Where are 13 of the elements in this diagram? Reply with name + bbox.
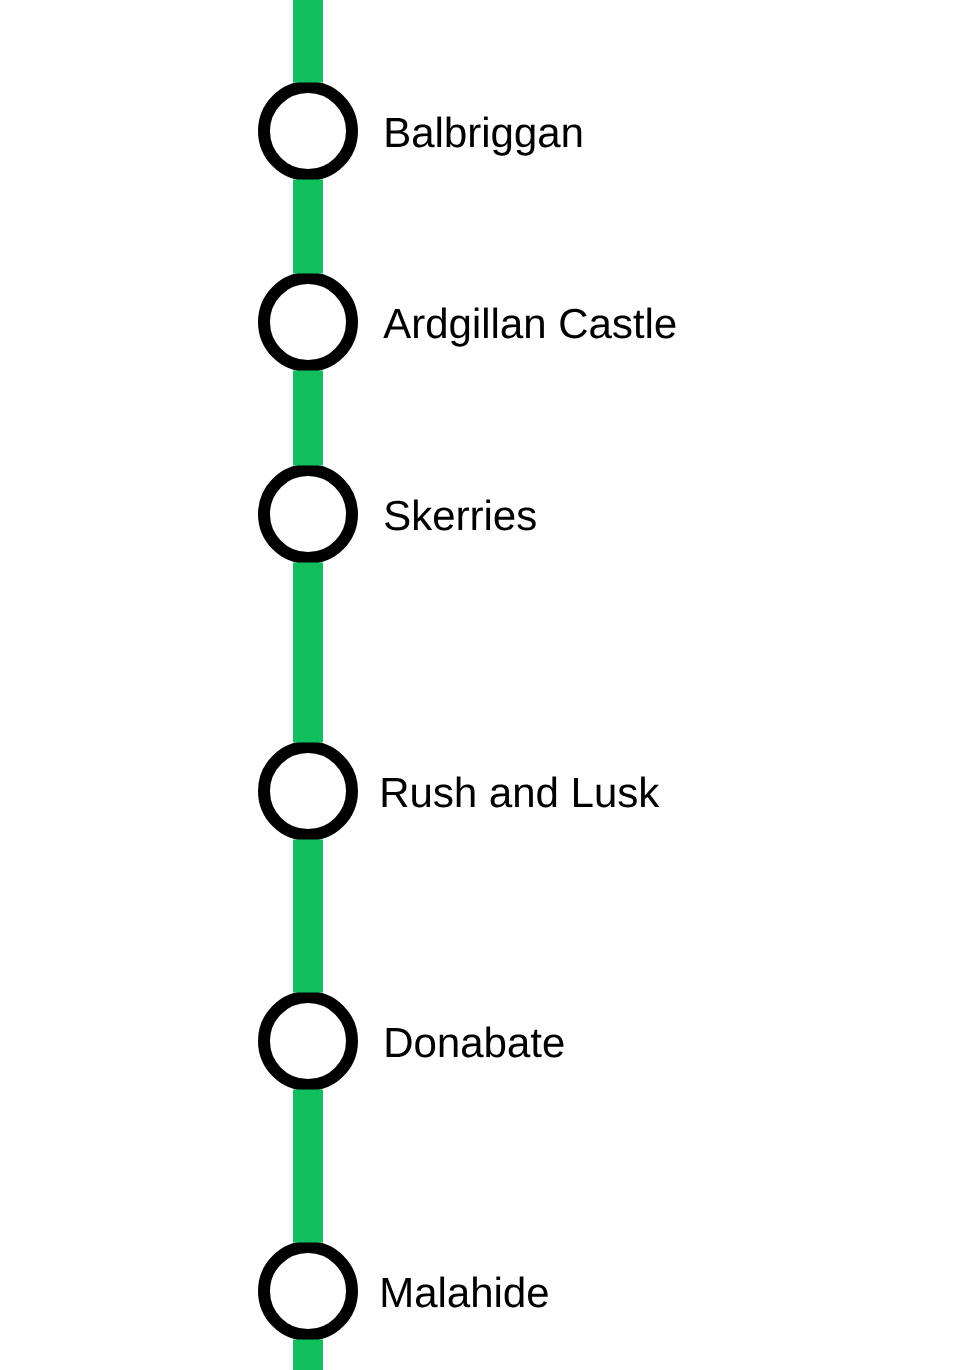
station-name: Balbriggan [386,116,582,156]
station-name: Skerries [385,499,536,531]
station-name: Ardgillan Castle [383,307,676,347]
station-name: Rush and Lusk [382,776,660,808]
route-line [293,562,323,743]
route-line [293,179,323,274]
route-line [293,839,323,993]
station-name: Donabate [386,1026,564,1058]
route-line [293,0,323,83]
station-name: Malahide [382,1276,548,1308]
route-line [293,1089,323,1243]
route-line [293,370,323,466]
route-line [293,1339,323,1370]
